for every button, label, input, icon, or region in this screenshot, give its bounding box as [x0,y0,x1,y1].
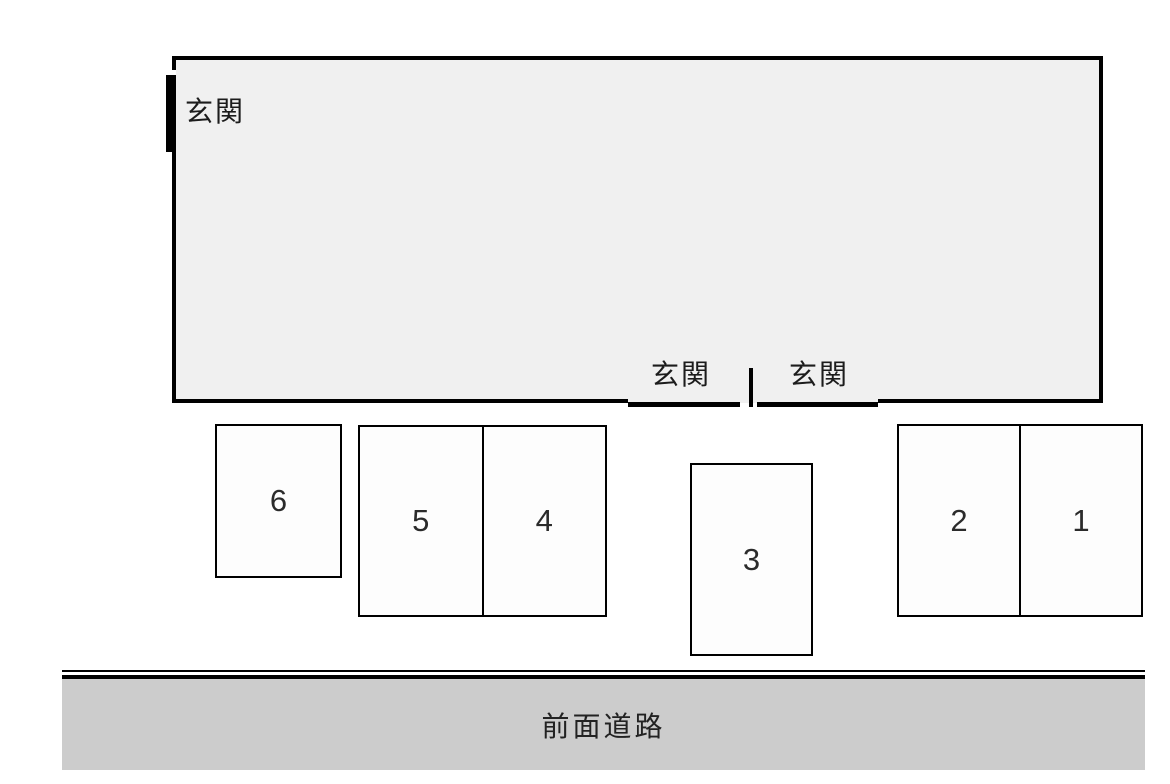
building-outline [172,56,1103,403]
parking-space-3-number: 3 [742,541,761,577]
front-road: 前面道路 [62,670,1145,770]
parking-space-3: 3 [690,463,813,656]
parking-spaces-5-4: 5 4 [358,425,607,617]
bottom-entrance-left-label: 玄関 [651,359,712,390]
road-edge-line-gap [62,672,1145,675]
bottom-door-marker-right [757,402,878,407]
parking-space-6: 6 [215,424,342,578]
road-edge-line-thick [62,675,1145,679]
front-road-surface: 前面道路 [62,679,1145,770]
parking-space-5-number: 5 [412,503,430,538]
bottom-entrance-right-label: 玄関 [789,359,850,390]
parking-space-1-number: 1 [1019,426,1141,615]
parking-spaces-2-1: 2 1 [897,424,1143,617]
left-wall-door-marker [166,75,176,152]
left-wall-door-gap [172,70,176,75]
parking-space-6-number: 6 [269,483,288,518]
front-road-label: 前面道路 [541,710,666,742]
road-edge-line-thin [62,670,1145,672]
main-entrance-label: 玄関 [185,96,246,127]
parking-space-4-number: 4 [481,427,606,615]
parking-space-2-number: 2 [950,502,968,538]
bottom-wall-door-gap [628,399,878,403]
bottom-door-marker-left [628,402,740,407]
entrance-divider-line [749,368,753,407]
